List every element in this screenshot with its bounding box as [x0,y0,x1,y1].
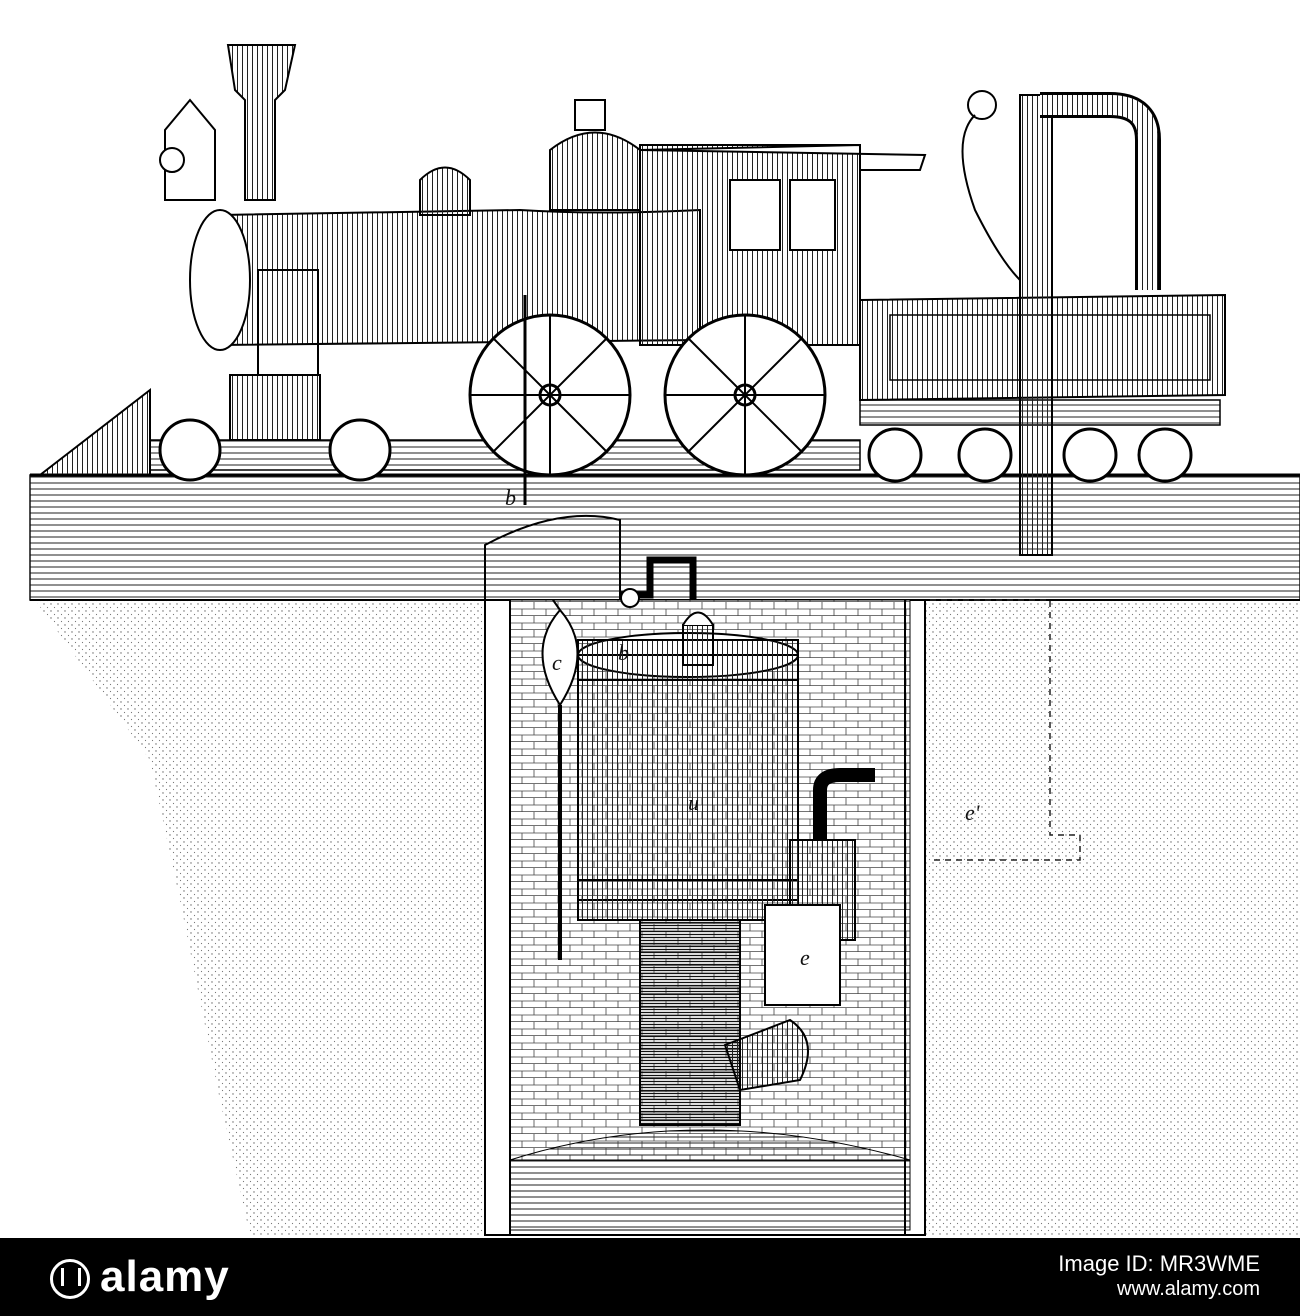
site-url: www.alamy.com [1117,1278,1260,1300]
watermark-bar: alamy Image ID: MR3WME www.alamy.com [0,1238,1300,1316]
brand-text: alamy [100,1252,230,1301]
label-c: c [552,650,562,675]
alamy-logo-icon [50,1259,90,1300]
label-e: e [800,945,810,970]
locomotive [37,44,927,482]
stationary-boiler [541,556,875,1126]
label-b-top: b [505,485,516,510]
label-b-pipe: b [618,640,629,665]
standpipe [523,90,1161,556]
brand-logo: alamy [50,1252,230,1302]
track-bed [29,473,1300,601]
image-id: Image ID: MR3WME [1058,1251,1260,1276]
label-u: u [688,790,699,815]
label-e-prime: e' [965,800,980,825]
dashed-tank-outline [930,599,1081,861]
